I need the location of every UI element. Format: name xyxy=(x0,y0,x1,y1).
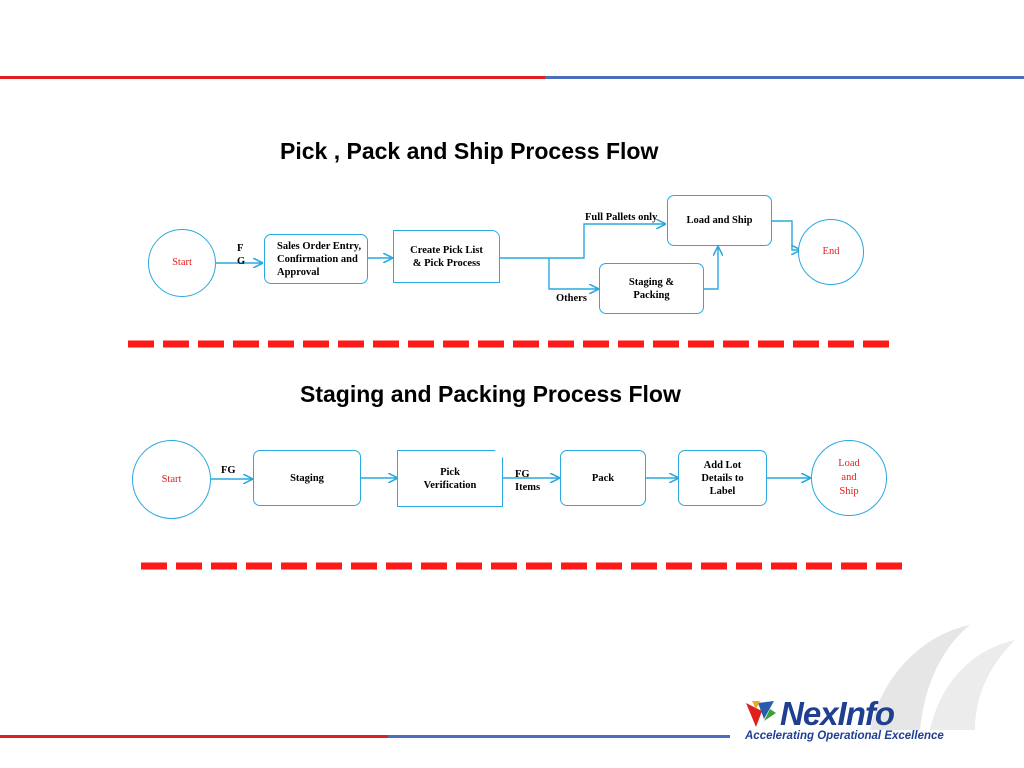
fg-label-2: FG xyxy=(221,465,236,476)
staging-text: Staging xyxy=(290,472,324,484)
top-rule-red xyxy=(0,76,545,79)
add-lot-text: Add Lot Details to Label xyxy=(701,459,744,497)
load-ship-text: Load and Ship xyxy=(686,215,753,226)
nexinfo-logo-icon xyxy=(746,701,776,727)
staging-packing-box: Staging & Packing xyxy=(599,263,704,314)
section2-title: Staging and Packing Process Flow xyxy=(300,381,681,407)
fg-label-g: G xyxy=(237,256,246,267)
logo-tagline: Accelerating Operational Excellence xyxy=(745,730,944,742)
pick-verification-text: Pick Verification xyxy=(423,466,477,491)
sales-order-box: Sales Order Entry, Confirmation and Appr… xyxy=(264,234,368,284)
pack-text: Pack xyxy=(591,472,615,484)
fg-items-label-1: FG xyxy=(515,469,530,480)
watermark-swirl-icon xyxy=(870,625,1015,730)
others-label: Others xyxy=(556,293,587,304)
staging-box: Staging xyxy=(253,450,361,506)
sales-order-text: Sales Order Entry, Confirmation and Appr… xyxy=(277,240,362,278)
create-pick-box: Create Pick List & Pick Process xyxy=(393,230,500,283)
create-pick-text: Create Pick List & Pick Process xyxy=(410,244,483,269)
start-node: Start xyxy=(148,229,216,297)
pack-box: Pack xyxy=(560,450,646,506)
fg-items-label-2: Items xyxy=(515,482,541,493)
logo-brand: NexInfo xyxy=(780,695,895,732)
add-lot-box: Add Lot Details to Label xyxy=(678,450,767,506)
section1-title: Pick , Pack and Ship Process Flow xyxy=(280,138,659,164)
pick-verification-box: Pick Verification xyxy=(397,450,503,507)
full-pallets-label: Full Pallets only xyxy=(585,212,658,223)
bottom-rule-red xyxy=(0,735,388,738)
end-node: End xyxy=(798,219,864,285)
load-ship-box: Load and Ship xyxy=(667,195,772,246)
top-rule-blue xyxy=(545,76,1024,79)
fg-label-f: F xyxy=(237,243,244,254)
start-node-2: Start xyxy=(132,440,211,519)
end-node-2-text: Load and Ship xyxy=(838,458,860,497)
bottom-rule-blue xyxy=(388,735,730,738)
end-node-2: Load and Ship xyxy=(811,440,887,516)
staging-packing-text: Staging & Packing xyxy=(628,276,675,301)
